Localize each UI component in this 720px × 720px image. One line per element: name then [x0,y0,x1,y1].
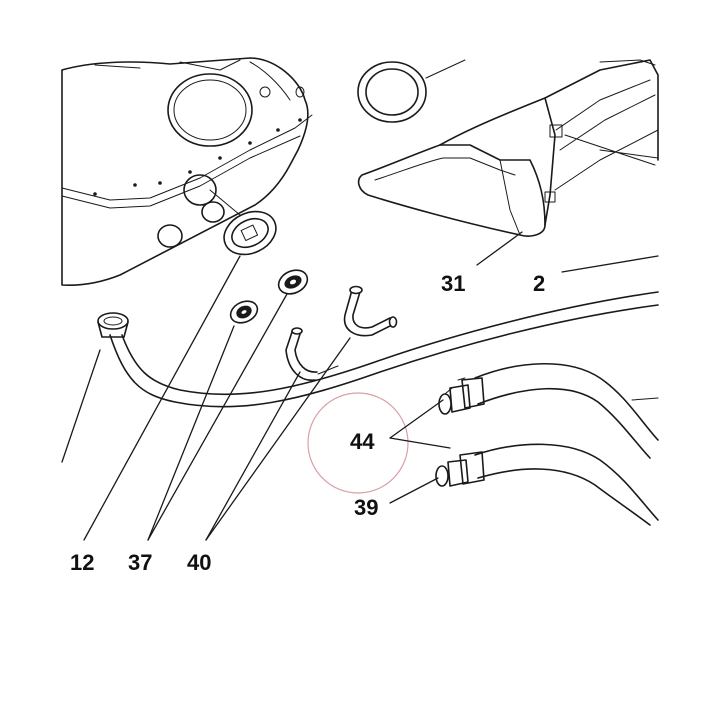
oil-pan-housing [61,57,313,286]
callout-37: 37 [128,550,152,575]
hose-upper [438,362,659,459]
bracket-31 [357,59,659,237]
long-tube [97,291,659,408]
plug-large [223,210,277,256]
leader-lines [61,231,659,541]
highlight-circle [307,392,409,494]
callout-12: 12 [70,550,94,575]
callout-31: 31 [441,271,465,296]
seal-ring [357,59,466,123]
callout-44: 44 [350,429,375,454]
callout-2: 2 [533,271,545,296]
bent-pipe-lower [285,327,339,381]
bent-pipe-upper [343,285,398,337]
callout-39: 39 [354,495,378,520]
grommet-lower [229,300,259,324]
hose-lower [435,443,659,526]
grommet-upper [277,269,309,295]
callout-40: 40 [187,550,211,575]
